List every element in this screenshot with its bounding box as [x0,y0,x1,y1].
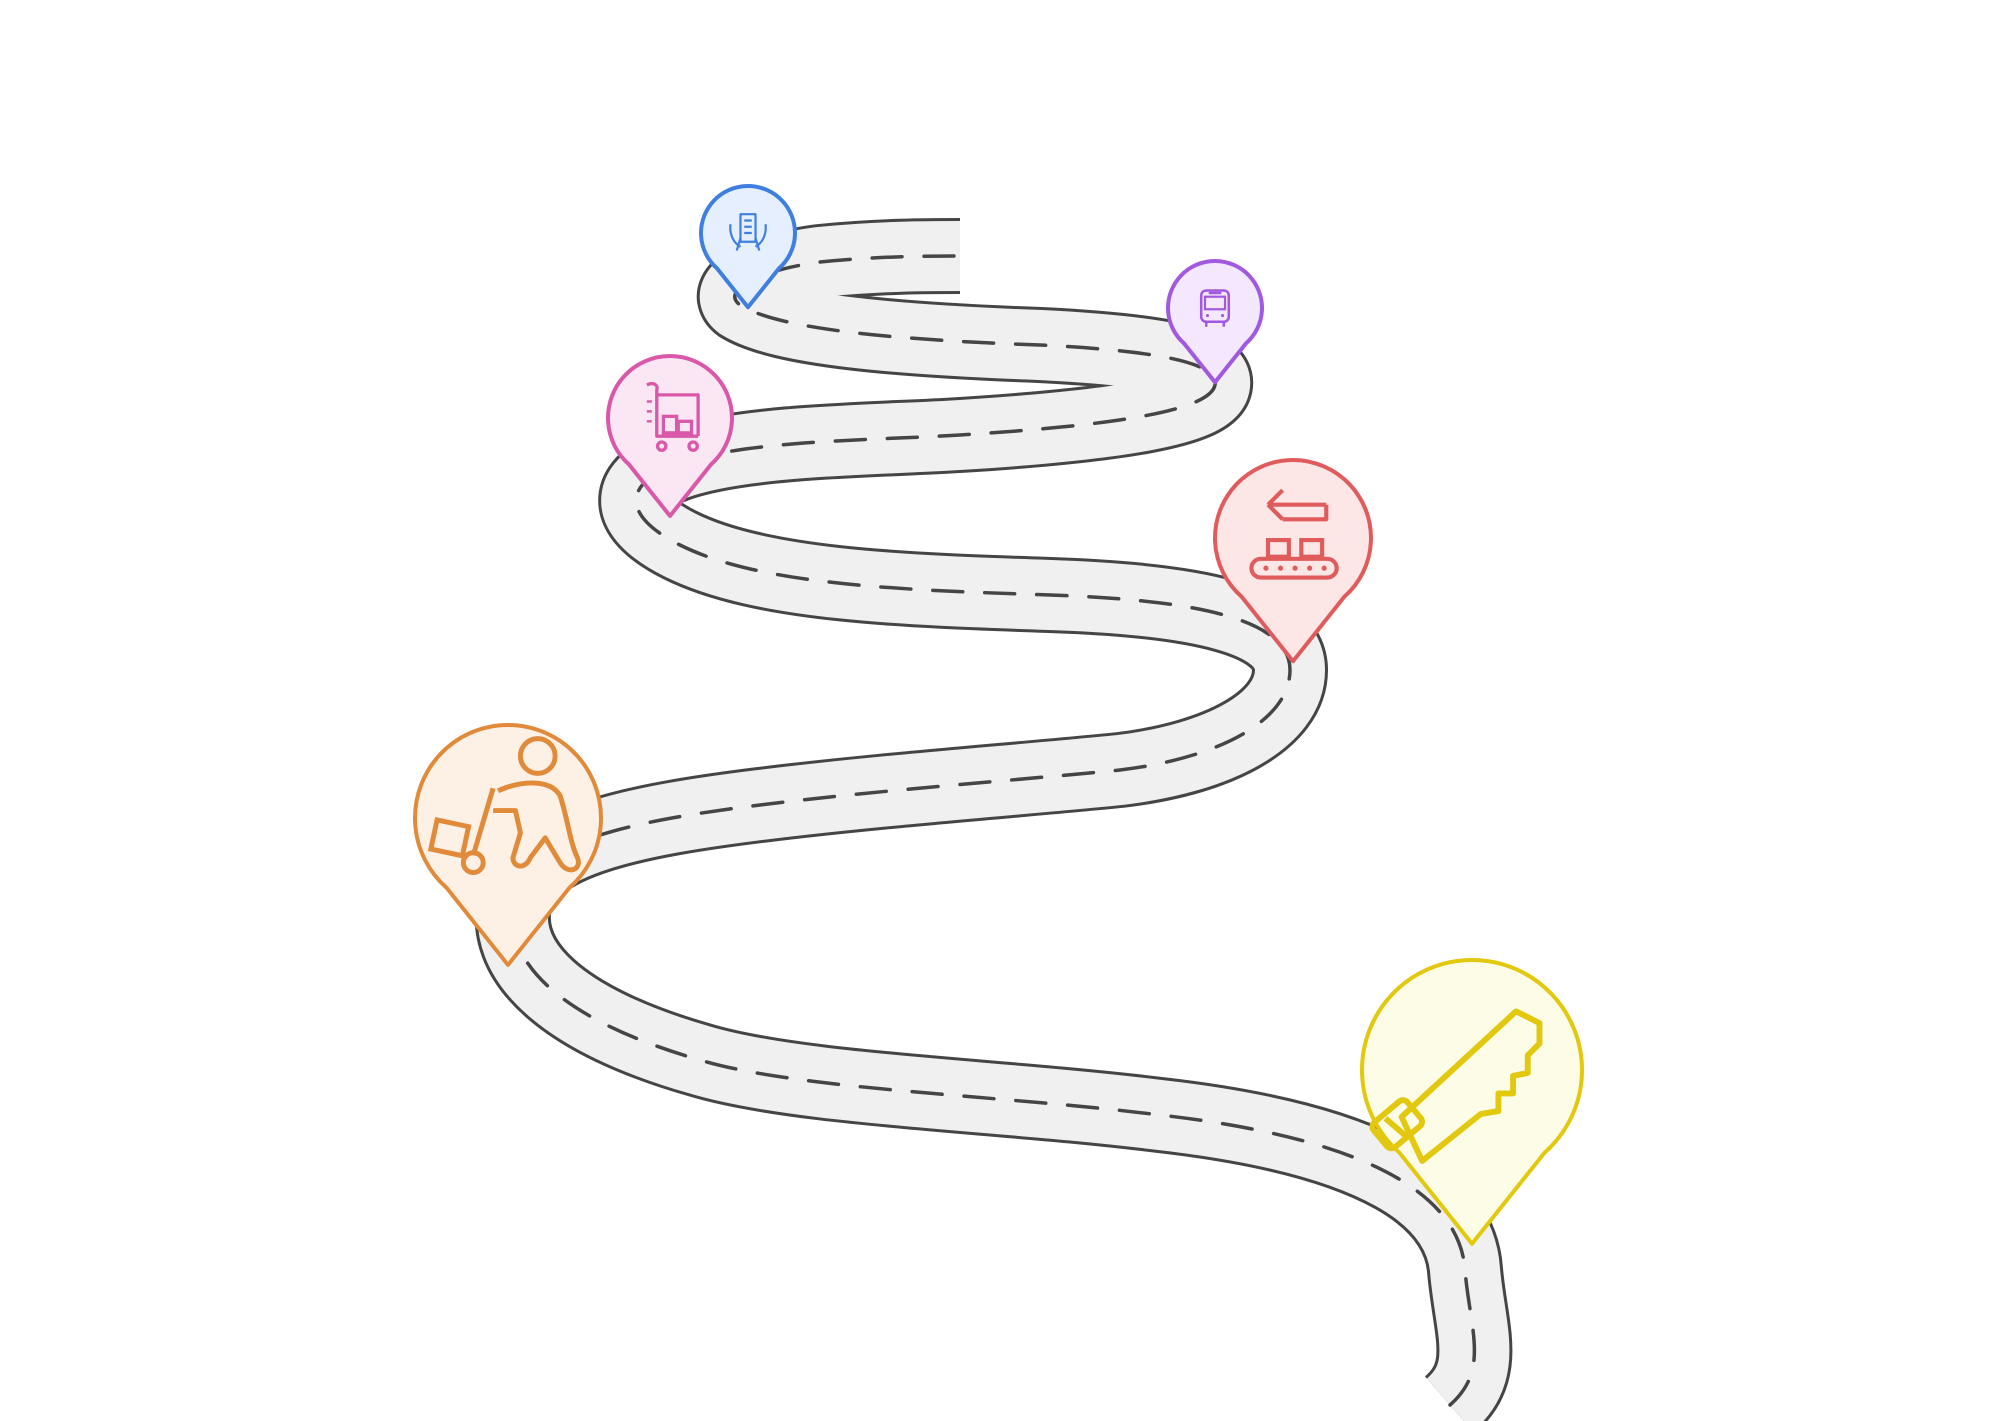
hands [729,224,767,251]
bus-details [1204,291,1226,327]
hand-saw-icon [1369,1008,1543,1164]
belt-roller [1277,565,1284,571]
bus-body [1199,289,1231,324]
cart-frame [646,381,700,438]
saw-blade [1398,1008,1543,1164]
cart-box [427,816,472,859]
hands-holding-receipt-icon [729,213,767,251]
package-1 [1265,538,1291,559]
map-pin-marker [1360,958,1584,1246]
milestone-pin-manufacturing[interactable] [1360,958,1584,1246]
milestone-pin-transport[interactable] [1166,259,1264,385]
map-pin-marker [413,723,603,967]
milestone-pin-warehouse[interactable] [413,723,603,967]
milestone-pin-retail[interactable] [606,354,734,518]
cart-wheel [460,850,486,876]
person-body [493,780,581,873]
person-head [517,736,558,776]
belt-roller [1321,565,1327,571]
conveyor-belt-arrow-icon [1249,488,1339,580]
wheel-2 [687,440,699,452]
winding-road [474,218,1513,1421]
bus-window [1203,295,1227,311]
arrow-left [1266,488,1329,522]
bus-light-right [1220,313,1225,318]
box-2 [676,419,694,435]
person-pushing-cart-icon [427,736,581,876]
milestone-pin-conveyor[interactable] [1213,458,1373,664]
belt-roller [1263,565,1269,571]
shopping-cart-boxes-icon [646,381,700,452]
saw-grip [1383,1116,1410,1140]
belt-roller [1307,565,1313,571]
cart-handle [470,787,496,856]
road-center-dashes [511,254,1477,1407]
belt-roller [1292,565,1298,571]
speed-lines [646,400,652,423]
belt [1249,556,1339,580]
package-2 [1299,538,1325,559]
bus-icon [1199,289,1231,327]
wheel-1 [655,440,668,452]
map-pin-marker [699,184,797,310]
milestone-pin-delivery[interactable] [699,184,797,310]
bus-light-left [1205,313,1210,318]
